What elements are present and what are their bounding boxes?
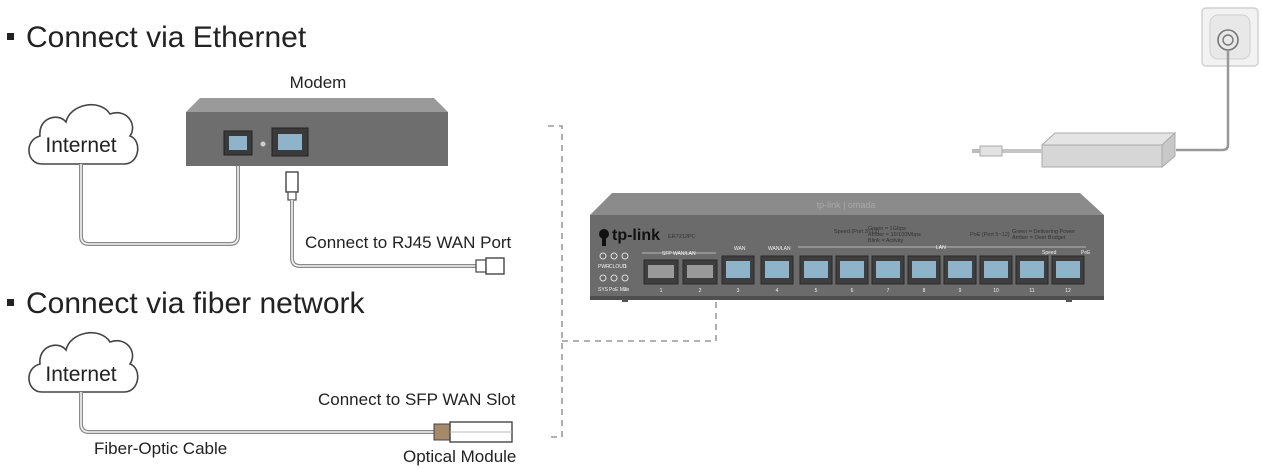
rj45-port-opening (912, 261, 936, 278)
sfp-wan-callout: Connect to SFP WAN Slot (318, 390, 516, 409)
group-label-lan: LAN (936, 245, 946, 251)
tp-link-logo: tp-link (599, 227, 660, 246)
router-ports (643, 255, 1085, 285)
speed-legend-green: Green = 1Gbps (868, 226, 906, 232)
port-number-label: 9 (959, 288, 962, 294)
router-brand: tp-link (612, 227, 660, 244)
optical-module (433, 421, 513, 443)
group-label-poe: PoE (1081, 250, 1091, 256)
heading-fiber: Connect via fiber network (26, 287, 365, 320)
rj45-port-opening (1056, 261, 1080, 278)
led-label-pwr: PWR (598, 264, 610, 270)
led-label-2: 2 (624, 287, 627, 293)
fiber-cable-callout: Fiber-Optic Cable (94, 439, 227, 458)
port-number-label: 1 (660, 288, 663, 294)
square-bullet-icon (7, 299, 14, 306)
rj45-port-opening (840, 261, 864, 278)
cloud-label-ethernet: Internet (45, 134, 116, 157)
poe-legend-title: PoE (Port 5~12) (970, 232, 1010, 238)
led-label-cloud: CLOUD (609, 264, 627, 270)
square-bullet-icon (7, 33, 14, 40)
port-number-label: 8 (923, 288, 926, 294)
group-label-wan: WAN (734, 246, 746, 252)
speed-legend-amber: Amber = 10/100Mbps (868, 232, 921, 238)
optical-module-callout: Optical Module (403, 447, 516, 466)
led-label-poe-max: PoE Max (609, 287, 630, 293)
power-cord (1176, 50, 1230, 152)
rj45-port-opening (1020, 261, 1044, 278)
rj45-port-opening (804, 261, 828, 278)
modem-device (186, 98, 448, 166)
rj45-connector (285, 171, 299, 201)
port-number-label: 12 (1065, 288, 1071, 294)
rj45-port-opening (726, 261, 750, 278)
rj45-port-opening (948, 261, 972, 278)
port-number-label: 6 (851, 288, 854, 294)
led-label-sys: SYS (598, 287, 609, 293)
router-model: ER7212PC (668, 234, 696, 240)
power-adapter-icon (972, 131, 1177, 169)
router-device: tp-link | omada (590, 193, 1104, 302)
router-top-brand: tp-link | omada (817, 200, 876, 210)
sfp-slot-opening (648, 265, 674, 278)
group-label-speed: Speed (1042, 250, 1057, 256)
port-number-label: 7 (887, 288, 890, 294)
rj45-port-opening (984, 261, 1008, 278)
rj45-port-opening (876, 261, 900, 278)
rj45-connector (475, 257, 505, 275)
power-outlet-icon (1201, 7, 1259, 67)
port-number-label: 4 (776, 288, 779, 294)
group-label-sfp: SFP WAN/LAN (662, 251, 696, 257)
cloud-label-fiber: Internet (45, 363, 116, 386)
dashed-guide-line (548, 125, 563, 438)
led-label-1: 1 (624, 264, 627, 270)
port-number-label: 5 (815, 288, 818, 294)
heading-ethernet: Connect via Ethernet (26, 21, 307, 54)
led-indicators (599, 252, 629, 282)
group-label-wan-lan: WAN/LAN (768, 246, 791, 252)
rj45-port-opening (765, 261, 789, 278)
cloud-icon (28, 104, 139, 165)
modem-label: Modem (290, 73, 347, 92)
cloud-icon (28, 332, 139, 393)
port-number-label: 10 (993, 288, 999, 294)
port-number-label: 3 (737, 288, 740, 294)
port-number-label: 2 (699, 288, 702, 294)
speed-legend-title: Speed (Port 3~12) (834, 229, 879, 235)
rj45-wan-callout: Connect to RJ45 WAN Port (305, 233, 512, 252)
speed-legend-blink: Blink = Activity (868, 238, 904, 244)
poe-legend-green: Green = Delivering Power (1012, 229, 1075, 235)
dashed-guide-line (562, 298, 717, 342)
port-number-label: 11 (1029, 288, 1034, 294)
poe-legend-amber: Amber = Over Budget (1012, 235, 1066, 241)
sfp-slot-opening (687, 265, 713, 278)
